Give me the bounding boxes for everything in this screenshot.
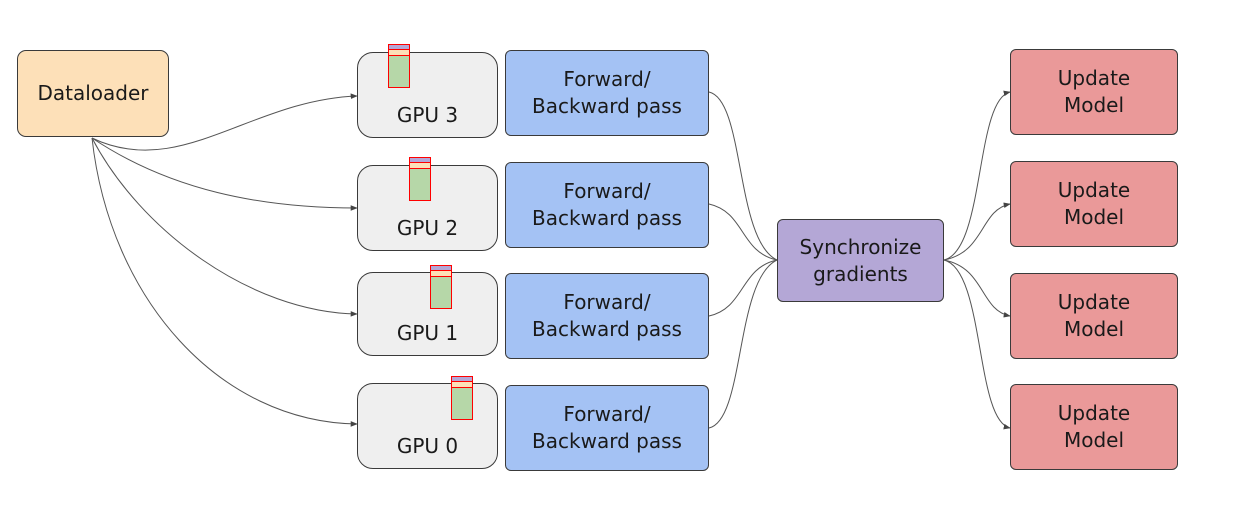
dataloader-node: Dataloader [17, 50, 169, 137]
batch-segment-purple [430, 265, 452, 271]
gpu-0-node: GPU 0 [357, 383, 498, 469]
update-model-label-3: Update Model [1057, 290, 1131, 341]
edge-pass0-sync [708, 259, 778, 429]
update-model-node-3: Update Model [1010, 273, 1178, 359]
batch-segment-green [388, 56, 410, 88]
update-model-label-2: Update Model [1057, 178, 1131, 229]
gpu-3-node: GPU 3 [357, 52, 498, 138]
edge-dataloader-gpu0 [91, 137, 358, 427]
edge-dataloader-gpu1 [91, 137, 358, 317]
pass-gpu-2: Forward/ Backward pass [505, 162, 709, 248]
edge-sync-update0 [943, 90, 1011, 261]
batch-segment-purple [388, 44, 410, 50]
edge-sync-update3 [943, 259, 1011, 430]
batch-segment-orange [430, 271, 452, 277]
batch-segment-orange [451, 382, 473, 388]
update-model-label-1: Update Model [1057, 66, 1131, 117]
batch-segment-green [451, 388, 473, 420]
batch-segment-orange [388, 50, 410, 56]
pass-gpu-3-label: Forward/ Backward pass [532, 67, 682, 118]
gpu-3-label: GPU 3 [396, 103, 459, 127]
pass-gpu-1: Forward/ Backward pass [505, 273, 709, 359]
sync-gradients-label: Synchronize gradients [799, 234, 922, 286]
batch-segment-purple [451, 376, 473, 382]
edge-sync-update2 [943, 259, 1011, 318]
batch-segment-green [430, 277, 452, 309]
update-model-label-4: Update Model [1057, 401, 1131, 452]
pass-gpu-1-label: Forward/ Backward pass [532, 290, 682, 341]
pass-gpu-0-label: Forward/ Backward pass [532, 402, 682, 453]
gpu-1-node: GPU 1 [357, 272, 498, 356]
pass-gpu-2-label: Forward/ Backward pass [532, 179, 682, 230]
gpu-2-label: GPU 2 [396, 216, 459, 240]
update-model-node-2: Update Model [1010, 161, 1178, 247]
update-model-node-4: Update Model [1010, 384, 1178, 470]
pass-gpu-3: Forward/ Backward pass [505, 50, 709, 136]
batch-segment-orange [409, 163, 431, 169]
edge-dataloader-gpu2 [91, 137, 358, 211]
sync-gradients-node: Synchronize gradients [777, 219, 944, 302]
edge-pass3-sync [708, 91, 778, 261]
pass-gpu-0: Forward/ Backward pass [505, 385, 709, 471]
edge-pass1-sync [708, 259, 778, 317]
batch-segment-green [409, 169, 431, 201]
edge-sync-update1 [943, 202, 1011, 261]
gpu-1-label: GPU 1 [396, 321, 459, 345]
batch-segment-purple [409, 157, 431, 163]
gpu-0-label: GPU 0 [396, 434, 459, 458]
dataloader-label: Dataloader [37, 81, 149, 105]
update-model-node-1: Update Model [1010, 49, 1178, 135]
edge-pass2-sync [708, 203, 778, 261]
edge-dataloader-gpu3 [91, 93, 358, 151]
